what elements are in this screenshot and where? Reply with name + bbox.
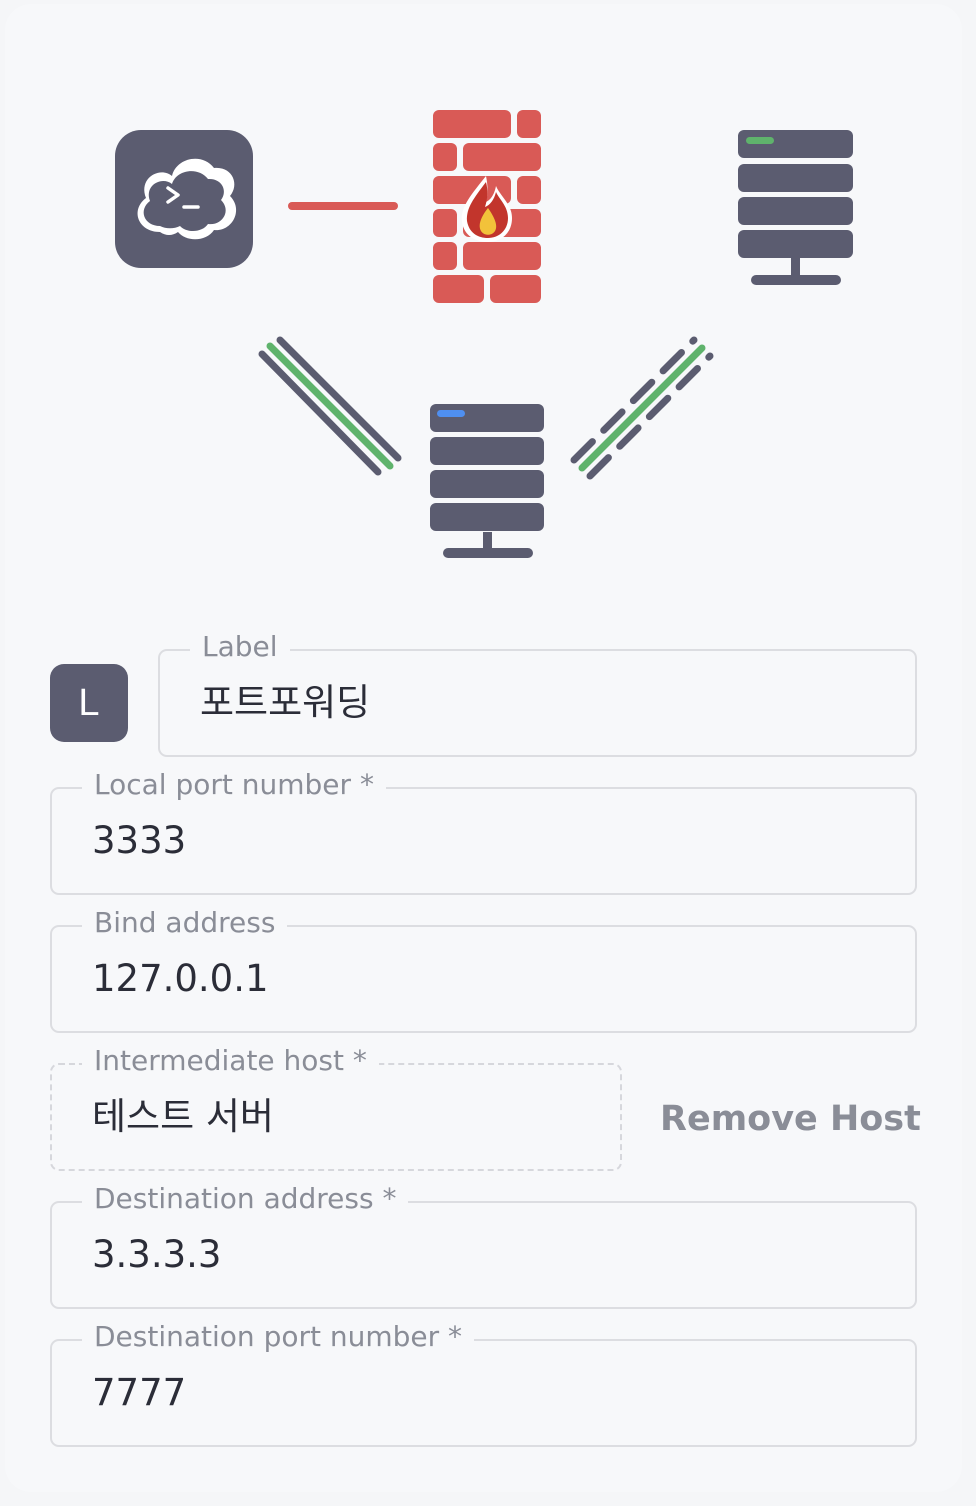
label-field[interactable]: Label 포트포워딩: [158, 629, 917, 757]
intermediate-server-icon: [430, 404, 544, 558]
destination-port-value[interactable]: 7777: [92, 1371, 187, 1414]
local-port-value[interactable]: 3333: [92, 819, 187, 862]
destination-address-field[interactable]: Destination address * 3.3.3.3: [50, 1181, 917, 1309]
secure-link-left: [258, 336, 402, 476]
bind-address-legend: Bind address: [82, 905, 288, 941]
bind-address-value[interactable]: 127.0.0.1: [92, 957, 269, 1000]
destination-address-value[interactable]: 3.3.3.3: [92, 1233, 222, 1276]
firewall-icon: [433, 110, 541, 303]
terminal-cloud-icon: [115, 130, 253, 268]
local-port-legend: Local port number *: [82, 767, 386, 803]
intermediate-host-value[interactable]: 테스트 서버: [92, 1095, 274, 1138]
local-port-field[interactable]: Local port number * 3333: [50, 767, 917, 895]
label-avatar: L: [50, 664, 128, 742]
destination-port-legend: Destination port number *: [82, 1319, 475, 1355]
label-field-value[interactable]: 포트포워딩: [200, 681, 371, 724]
destination-port-field[interactable]: Destination port number * 7777: [50, 1319, 917, 1447]
intermediate-host-field[interactable]: Intermediate host * 테스트 서버: [50, 1043, 622, 1171]
intermediate-host-legend: Intermediate host *: [82, 1043, 379, 1079]
label-field-legend: Label: [190, 629, 290, 665]
remove-host-button[interactable]: Remove Host: [660, 1099, 921, 1139]
destination-address-legend: Destination address *: [82, 1181, 409, 1217]
remote-server-icon: [738, 130, 853, 285]
secure-link-right: [570, 336, 714, 480]
bind-address-field[interactable]: Bind address 127.0.0.1: [50, 905, 917, 1033]
port-forwarding-diagram: [115, 110, 853, 558]
